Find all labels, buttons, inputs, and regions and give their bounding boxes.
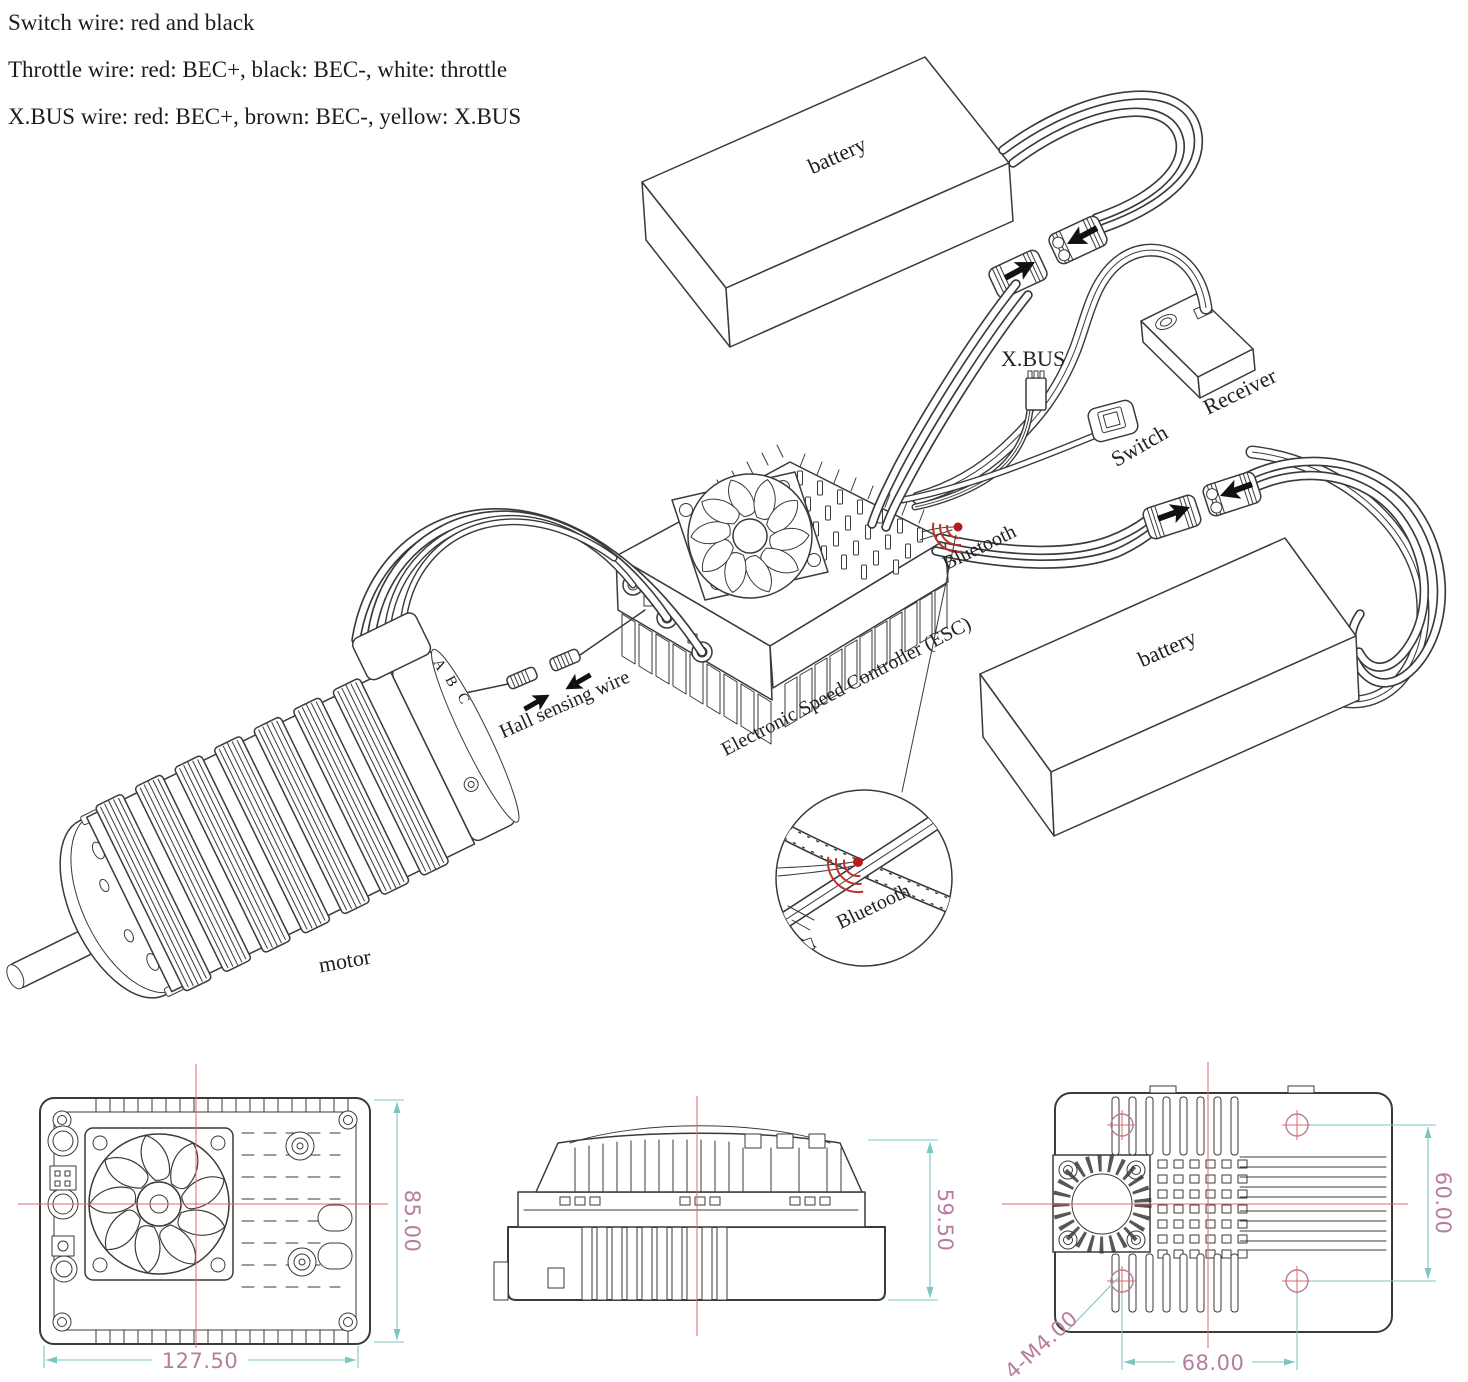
centerline (1002, 1062, 1408, 1348)
xbus-label: X.BUS (1001, 346, 1065, 371)
front-view-dimensions: 85.00 127.50 (43, 1099, 424, 1373)
side-view-drawing: 59.50 (493, 1096, 957, 1336)
battery-right-connector-pair (1140, 469, 1264, 542)
note-throttle-wire: Throttle wire: red: BEC+, black: BEC-, w… (8, 57, 507, 82)
front-view-drawing: 85.00 127.50 (18, 1064, 424, 1373)
wire-color-notes: Switch wire: red and black Throttle wire… (8, 10, 521, 129)
centerline (18, 1064, 388, 1348)
battery-top: battery (641, 56, 1014, 348)
dim-front-height: 85.00 (400, 1190, 424, 1253)
dim-bottom-height: 60.00 (1431, 1172, 1455, 1235)
receiver-ribbon-cable (918, 250, 1206, 498)
bottom-view-drawing: 60.00 68.00 4-M4.00 (1000, 1062, 1455, 1382)
dim-front-width: 127.50 (162, 1349, 238, 1373)
esc-cooling-fan (671, 471, 829, 601)
dim-mount-holes: 4-M4.00 (1000, 1306, 1082, 1382)
battery-right: battery (979, 537, 1360, 837)
brushless-motor: A B C motor (6, 612, 520, 999)
esc-unit: Electronic Speed Controller (ESC) (615, 444, 975, 761)
bluetooth-dot-icon (953, 522, 963, 532)
dim-side-height: 59.50 (933, 1189, 957, 1252)
note-switch-wire: Switch wire: red and black (8, 10, 255, 35)
bluetooth-signal-icon (826, 856, 864, 894)
xbus-connector: X.BUS (915, 346, 1065, 507)
bluetooth-signal-icon (932, 522, 963, 553)
receiver: Receiver (1140, 293, 1281, 420)
side-view-dimensions: 59.50 (868, 1139, 957, 1301)
motor-label: motor (317, 944, 374, 978)
bluetooth-dot-icon (853, 857, 863, 867)
bluetooth-zoom-callout: Bluetooth (775, 789, 953, 967)
note-xbus-wire: X.BUS wire: red: BEC+, brown: BEC-, yell… (8, 104, 521, 129)
battery-top-connector-pair (986, 213, 1110, 301)
battery-top-cables (1003, 95, 1198, 228)
dim-bottom-width: 68.00 (1182, 1351, 1245, 1375)
